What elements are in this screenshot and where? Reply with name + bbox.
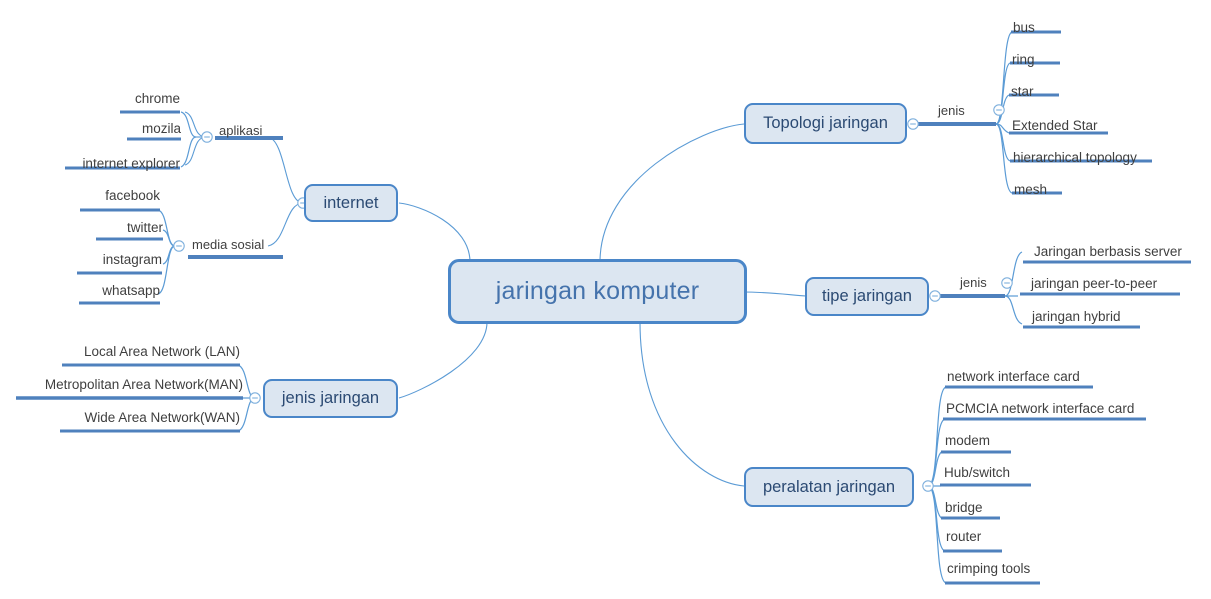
leaf-label[interactable]: star — [1011, 84, 1034, 99]
leaf-label[interactable]: whatsapp — [102, 283, 160, 298]
leaf-label[interactable]: Local Area Network (LAN) — [83, 344, 240, 359]
branch-node-label: peralatan jaringan — [762, 477, 896, 496]
branch-node-topologi-jaringan[interactable]: Topologi jaringan — [744, 103, 907, 144]
branch-node-label: jenis jaringan — [281, 389, 380, 407]
leaf-label[interactable]: bus — [1013, 20, 1035, 35]
branch-node-internet[interactable]: internet — [304, 184, 398, 222]
branch-node-tipe-jaringan[interactable]: tipe jaringan — [805, 277, 929, 316]
leaf-label[interactable]: bridge — [945, 500, 983, 515]
leaf-label[interactable]: Metropolitan Area Network(MAN) — [44, 377, 243, 392]
leaf-label[interactable]: PCMCIA network interface card — [946, 401, 1135, 416]
leaf-label[interactable]: instagram — [102, 252, 162, 267]
leaf-label[interactable]: mozila — [141, 121, 181, 136]
branch-node-label: Topologi jaringan — [763, 114, 888, 132]
leaf-label[interactable]: jaringan peer-to-peer — [1031, 276, 1158, 291]
branch-node-peralatan-jaringan[interactable]: peralatan jaringan — [744, 467, 914, 507]
leaf-label[interactable]: router — [946, 529, 982, 544]
central-node-label: jaringan komputer — [495, 277, 700, 305]
group-label-media-sosial[interactable]: media sosial — [192, 237, 265, 252]
leaf-label[interactable]: hierarchical topology — [1013, 150, 1137, 165]
leaf-label[interactable]: modem — [945, 433, 991, 448]
group-label-jenis-tipe[interactable]: jenis — [960, 275, 987, 290]
leaf-label[interactable]: mesh — [1014, 182, 1048, 197]
leaf-label[interactable]: network interface card — [947, 369, 1080, 384]
leaf-label[interactable]: crimping tools — [947, 561, 1031, 576]
leaf-label[interactable]: internet explorer — [82, 156, 180, 171]
group-label-aplikasi[interactable]: aplikasi — [219, 123, 263, 138]
leaf-label[interactable]: Jaringan berbasis server — [1034, 244, 1182, 259]
leaf-label[interactable]: Hub/switch — [944, 465, 1011, 480]
leaf-label[interactable]: chrome — [134, 91, 180, 106]
leaf-label[interactable]: facebook — [105, 188, 160, 203]
leaf-label[interactable]: ring — [1012, 52, 1035, 67]
group-label-jenis-topologi[interactable]: jenis — [938, 103, 965, 118]
leaf-label[interactable]: jaringan hybrid — [1032, 309, 1121, 324]
branch-node-label: internet — [323, 193, 379, 212]
leaf-label[interactable]: Wide Area Network(WAN) — [84, 410, 240, 425]
central-node[interactable]: jaringan komputer — [448, 259, 747, 324]
leaf-label[interactable]: Extended Star — [1012, 118, 1098, 133]
branch-node-jenis-jaringan[interactable]: jenis jaringan — [263, 379, 398, 418]
branch-node-label: tipe jaringan — [822, 287, 912, 305]
leaf-label[interactable]: twitter — [126, 220, 163, 235]
